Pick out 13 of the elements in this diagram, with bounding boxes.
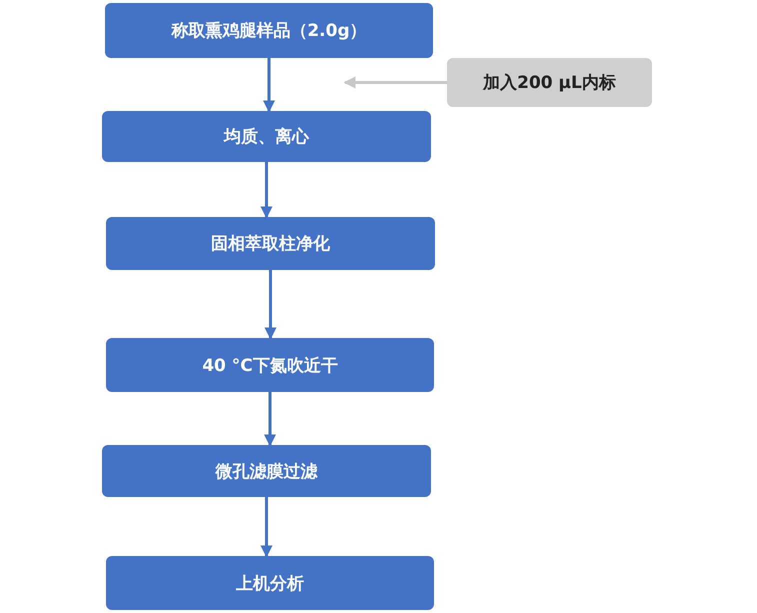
arrow [264, 270, 276, 340]
step-box: 加入200 μL内标 [447, 58, 652, 107]
process-box: 微孔滤膜过滤 [102, 445, 431, 497]
arrow [264, 392, 276, 446]
arrow [344, 76, 447, 88]
process-box: 固相萃取柱净化 [106, 217, 435, 270]
arrow [263, 58, 275, 112]
arrow [260, 497, 272, 558]
process-box: 上机分析 [106, 556, 434, 610]
arrow [260, 162, 272, 218]
process-box: 称取熏鸡腿样品（2.0g） [105, 3, 433, 58]
process-box: 40 °C下氮吹近干 [106, 338, 434, 392]
process-box: 均质、离心 [102, 111, 431, 162]
